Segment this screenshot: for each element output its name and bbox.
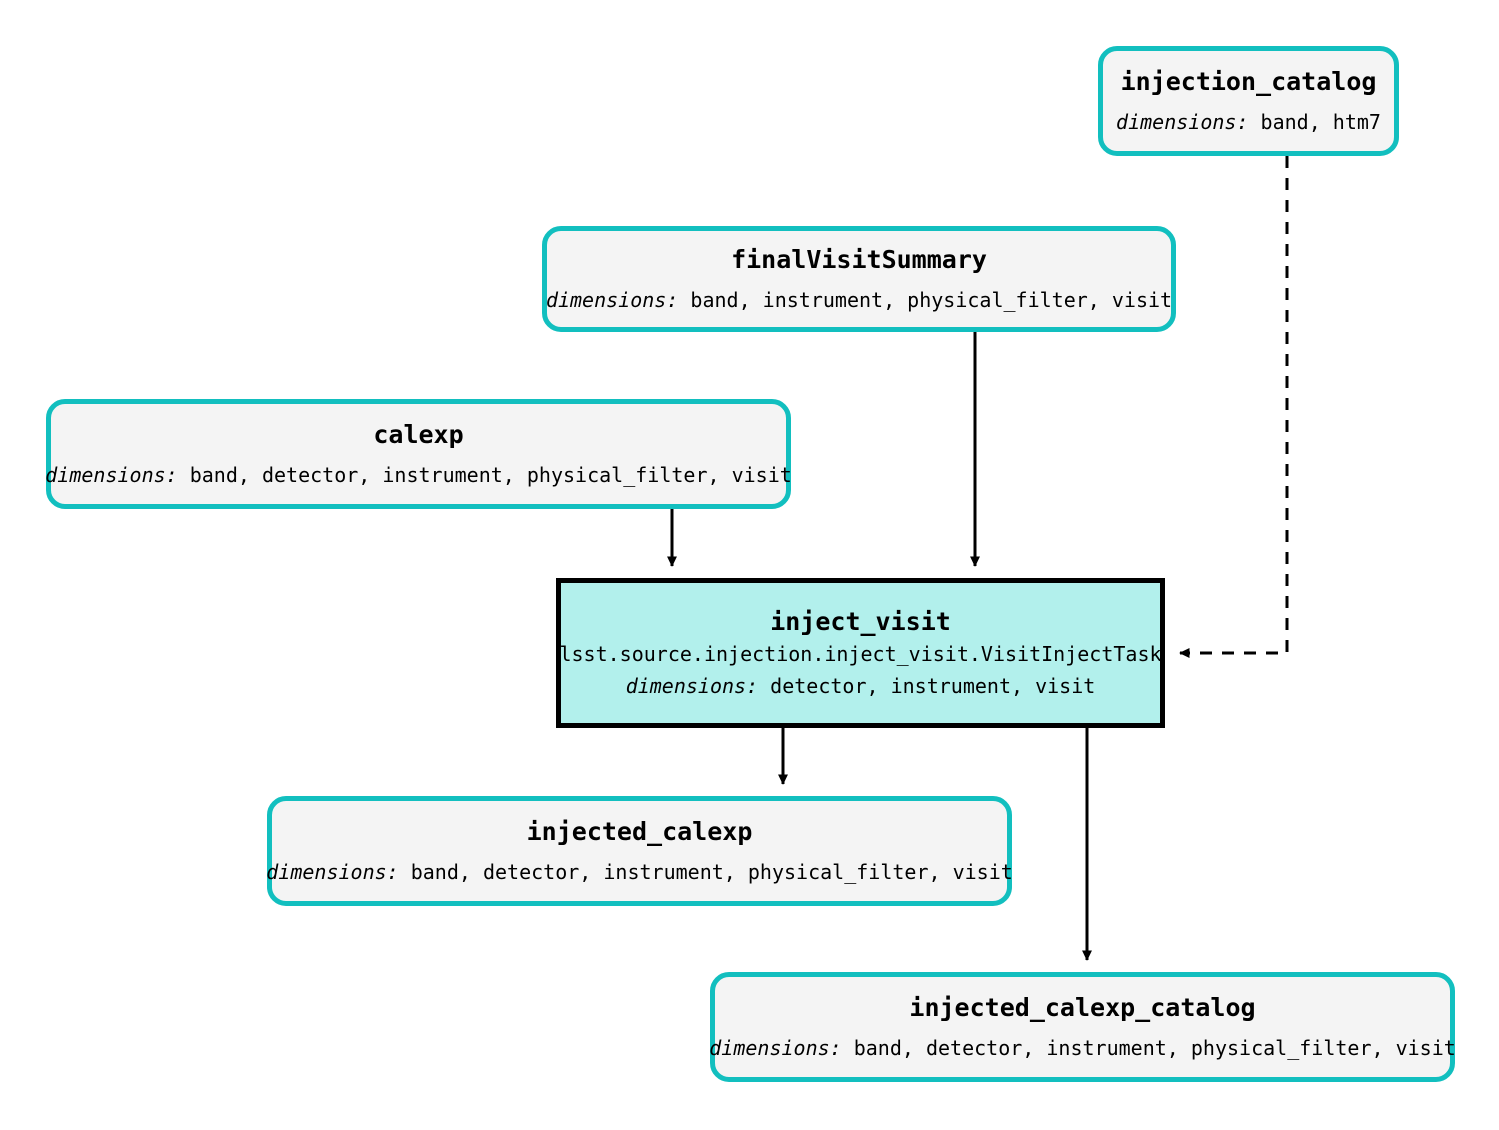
dimensions-label: dimensions: <box>545 288 679 313</box>
node-title: injected_calexp_catalog <box>909 992 1256 1022</box>
node-dimensions: dimensions: band, detector, instrument, … <box>45 463 792 487</box>
node-dimensions: dimensions: band, detector, instrument, … <box>709 1036 1456 1060</box>
dimensions-value: band, detector, instrument, physical_fil… <box>177 463 792 488</box>
dimensions-label: dimensions: <box>625 674 759 699</box>
node-injected_calexp_catalog[interactable]: injected_calexp_catalog dimensions: band… <box>709 972 1456 1082</box>
node-dimensions: dimensions: band, instrument, physical_f… <box>546 288 1172 312</box>
dimensions-value: band, htm7 <box>1248 110 1381 135</box>
node-dimensions: dimensions: band, detector, instrument, … <box>266 860 1013 884</box>
node-title: injection_catalog <box>1120 66 1377 96</box>
node-class-path: lsst.source.injection.inject_visit.Visit… <box>559 642 1162 667</box>
node-injected_calexp[interactable]: injected_calexp dimensions: band, detect… <box>266 796 1013 906</box>
dimensions-label: dimensions: <box>45 463 178 488</box>
node-inject_visit[interactable]: inject_visit lsst.source.injection.injec… <box>556 578 1165 728</box>
dimensions-value: detector, instrument, visit <box>758 674 1096 699</box>
node-title: inject_visit <box>770 606 951 636</box>
dimensions-value: band, detector, instrument, physical_fil… <box>398 860 1013 885</box>
node-dimensions: dimensions: detector, instrument, visit <box>626 674 1096 698</box>
node-title: injected_calexp <box>526 816 753 846</box>
node-title: calexp <box>373 419 464 449</box>
node-injection_catalog[interactable]: injection_catalog dimensions: band, htm7 <box>1098 46 1399 156</box>
node-finalVisitSummary[interactable]: finalVisitSummary dimensions: band, inst… <box>542 226 1176 332</box>
node-calexp[interactable]: calexp dimensions: band, detector, instr… <box>45 399 792 509</box>
dimensions-value: band, instrument, physical_filter, visit <box>678 288 1173 313</box>
dimensions-label: dimensions: <box>709 1036 842 1061</box>
dimensions-label: dimensions: <box>1116 110 1249 135</box>
edge-injection_catalog-to-inject_visit <box>1179 156 1289 658</box>
node-title: finalVisitSummary <box>731 244 987 274</box>
dimensions-value: band, detector, instrument, physical_fil… <box>841 1036 1456 1061</box>
node-dimensions: dimensions: band, htm7 <box>1116 110 1381 134</box>
dimensions-label: dimensions: <box>266 860 399 885</box>
